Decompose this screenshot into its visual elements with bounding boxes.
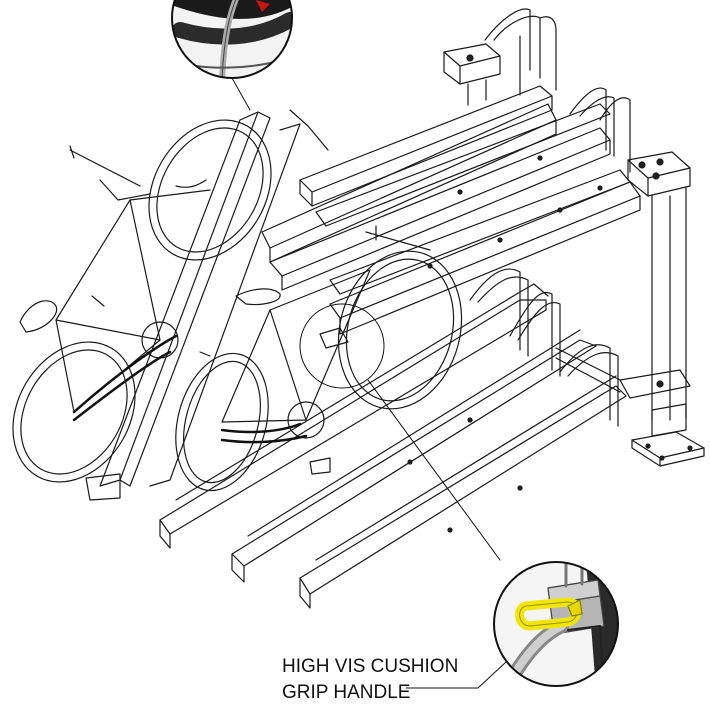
label-leader-line [405,661,507,689]
main-post-right [627,151,705,467]
upper-bicycle [12,119,272,483]
upper-tray-3 [329,97,641,335]
lower-rail-1 [159,268,549,549]
lower-rail-2 [231,292,597,583]
upper-tray-2 [269,87,615,291]
lower-bicycle [175,225,463,492]
callout-label-line1: HIGH VIS CUSHION [282,656,459,677]
callout-marker [299,303,501,561]
top-detail-magnifier [171,0,293,111]
red-marker [256,0,270,12]
lower-rail-3 [299,344,627,609]
angled-loading-channel [85,109,329,501]
handle-detail-magnifier [493,561,619,687]
upper-tray-1 [261,8,557,263]
rear-post-left [443,43,501,106]
callout-label-line2: GRIP HANDLE [282,682,411,703]
